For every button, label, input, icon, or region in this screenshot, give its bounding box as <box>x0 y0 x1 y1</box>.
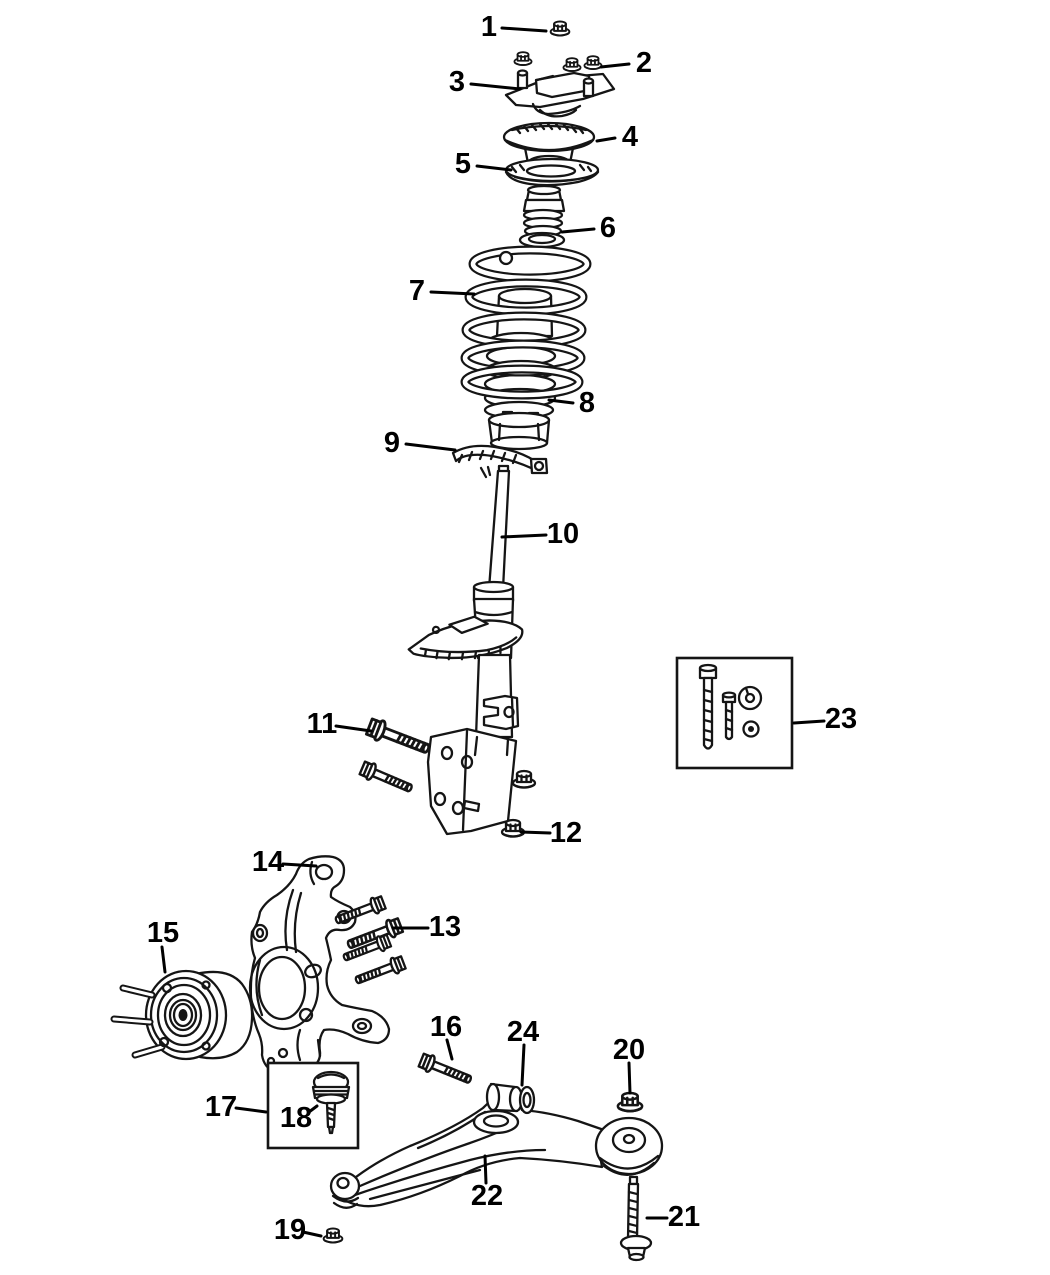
lower-spring-isolator <box>451 444 549 479</box>
callout-4-leader <box>595 136 617 143</box>
control-arm-rear-nut <box>616 1091 644 1113</box>
upper-spring-isolator <box>504 157 600 187</box>
callout-label-3-strut-mount: 3 <box>449 66 465 98</box>
callout-label-7-coil-spring: 7 <box>409 275 425 307</box>
hardware-kit-box <box>675 656 794 770</box>
callout-7-leader <box>429 290 476 296</box>
callout-label-13-knuckle-bolts: 13 <box>429 911 461 943</box>
callout-11-leader <box>334 724 373 733</box>
callout-label-20-control-arm-rear-nut: 20 <box>613 1034 645 1066</box>
ball-joint-nut <box>322 1227 344 1244</box>
callout-22-leader <box>483 1154 488 1185</box>
callout-23-leader <box>792 719 826 725</box>
callout-15-leader <box>160 945 167 974</box>
callout-10-leader <box>500 533 548 539</box>
callout-label-10-strut: 10 <box>547 518 579 550</box>
callout-14-leader <box>281 862 318 868</box>
callout-label-21-control-arm-rear-bolt: 21 <box>668 1201 700 1233</box>
callout-label-2-strut-mount-nut: 2 <box>636 47 652 79</box>
callout-label-12-strut-bracket-nuts: 12 <box>550 817 582 849</box>
callout-label-5-upper-spring-isolator: 5 <box>455 148 471 180</box>
callout-label-19-ball-joint-nut: 19 <box>274 1214 306 1246</box>
callout-16-leader <box>445 1038 454 1061</box>
callout-18-leader <box>307 1104 319 1114</box>
callout-label-17-ball-joint-kit: 17 <box>205 1091 237 1123</box>
callout-label-11-strut-bracket-bolts: 11 <box>307 708 338 740</box>
strut <box>407 464 524 836</box>
callout-label-1-strut-rod-nut: 1 <box>481 11 497 43</box>
ball-joint <box>311 1070 351 1135</box>
callout-9-leader <box>404 442 457 452</box>
callout-label-18-ball-joint: 18 <box>280 1102 312 1134</box>
callout-2-leader <box>599 62 631 69</box>
callout-12-leader <box>519 830 552 835</box>
hub-and-bearing <box>110 969 254 1061</box>
control-arm-front-bushing <box>485 1082 536 1115</box>
control-arm-front-bolt <box>416 1050 475 1090</box>
callout-17-leader <box>234 1106 268 1114</box>
callout-3-leader <box>469 82 522 91</box>
strut-rod-nut <box>549 20 571 37</box>
callout-6-leader <box>560 227 596 234</box>
callout-label-22-lower-control-arm: 22 <box>471 1180 503 1212</box>
callout-label-16-control-arm-front-bolt: 16 <box>430 1011 462 1043</box>
strut-bracket-bolts <box>357 715 434 798</box>
strut-mount-nuts <box>513 51 603 72</box>
callout-19-leader <box>301 1230 323 1238</box>
callout-label-15-hub-and-bearing: 15 <box>147 917 179 949</box>
steering-knuckle <box>248 855 391 1076</box>
callout-label-14-steering-knuckle: 14 <box>252 846 284 878</box>
callout-label-4-upper-spring-seat-bearing: 4 <box>622 121 638 153</box>
callout-label-9-lower-spring-isolator: 9 <box>384 427 400 459</box>
callout-label-8-dust-boot: 8 <box>579 387 595 419</box>
jounce-bumper <box>518 184 566 249</box>
coil-spring <box>460 245 592 400</box>
strut-mount <box>504 69 616 118</box>
callout-1-leader <box>500 26 548 33</box>
callout-24-leader <box>520 1043 526 1087</box>
callout-label-6-jounce-bumper: 6 <box>600 212 616 244</box>
lower-control-arm <box>329 1089 664 1209</box>
callout-20-leader <box>627 1061 632 1095</box>
callout-8-leader <box>547 398 575 405</box>
control-arm-rear-bolt <box>619 1175 653 1262</box>
callout-label-24-control-arm-front-bushing: 24 <box>507 1016 539 1048</box>
callout-label-23-hardware-kit: 23 <box>825 703 857 735</box>
callout-5-leader <box>475 164 513 172</box>
